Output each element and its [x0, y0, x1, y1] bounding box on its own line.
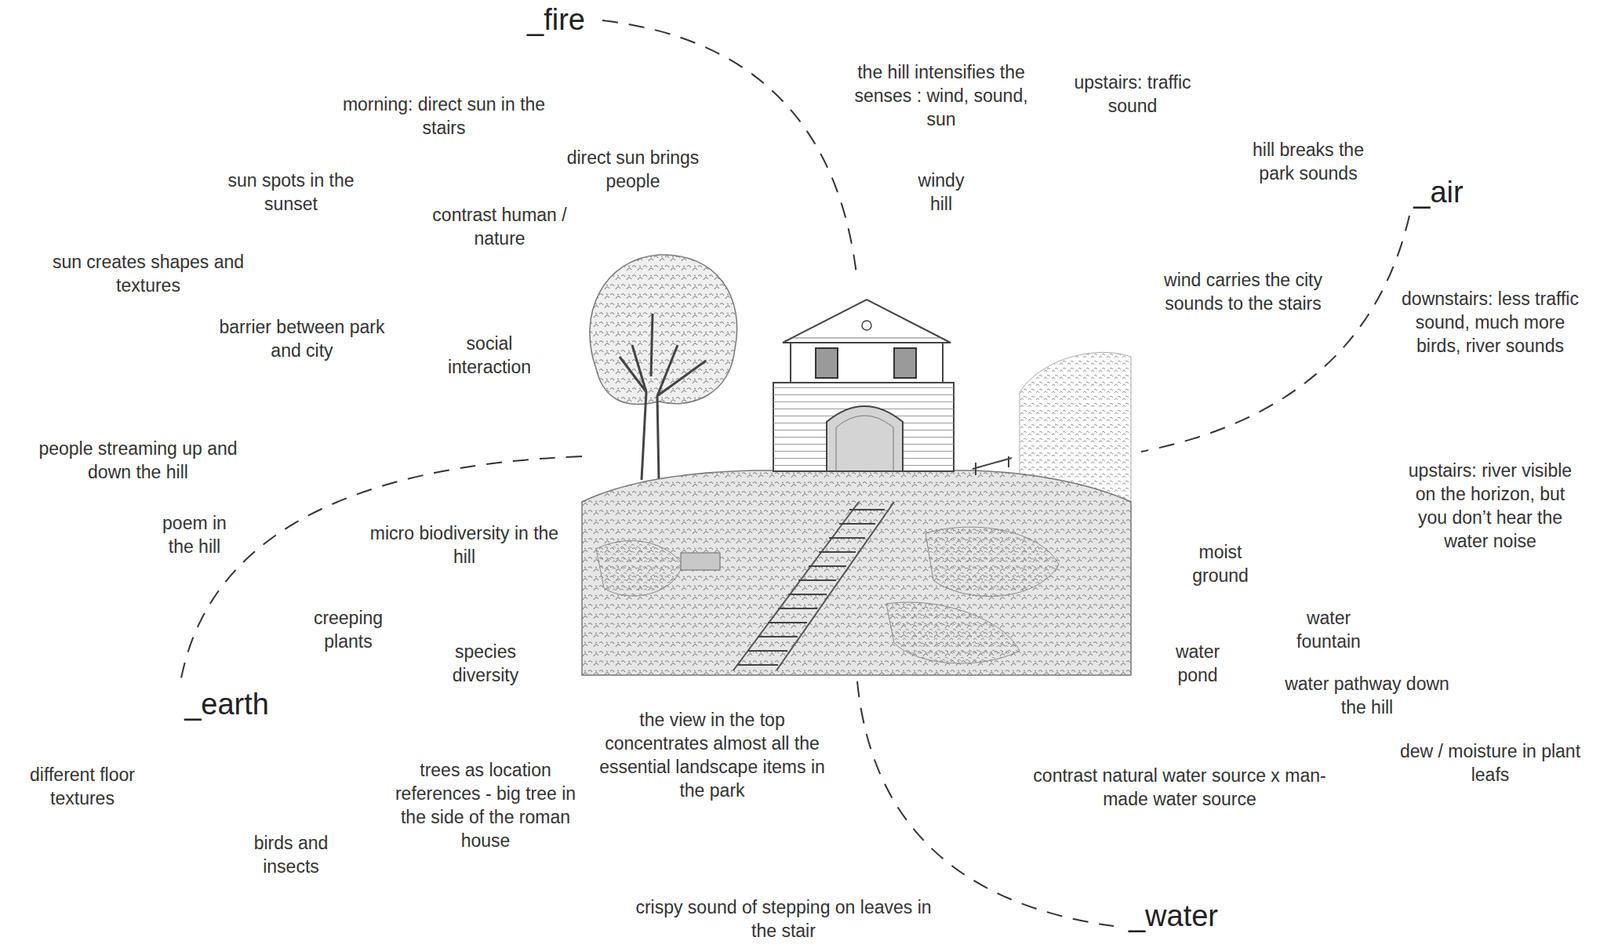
annotation-label: water pond	[1163, 640, 1233, 688]
annotation-label: contrast human / nature	[414, 203, 586, 251]
element-label: _air	[1413, 175, 1463, 209]
annotation-label: sun spots in the sunset	[225, 168, 357, 216]
annotation-label: hill breaks the park sounds	[1232, 138, 1384, 186]
annotation-label: dew / moisture in plant leafs	[1397, 739, 1583, 787]
annotation-label: upstairs: river visible on the horizon, …	[1404, 458, 1576, 553]
element-label: _water	[1128, 899, 1219, 933]
annotation-label: poem in the hill	[148, 511, 242, 559]
annotation-label: people streaming up and down the hill	[25, 436, 251, 484]
annotation-label: windy hill	[906, 168, 976, 216]
element-label: _fire	[527, 3, 586, 37]
annotation-label: sun creates shapes and textures	[43, 250, 255, 298]
annotation-label: contrast natural water source x man-made…	[1011, 763, 1349, 811]
dashed-arc	[180, 20, 1410, 927]
annotation-label: direct sun brings people	[557, 145, 709, 193]
annotation-label: birds and insects	[238, 831, 345, 879]
annotation-label: water pathway down the hill	[1283, 672, 1451, 720]
element-label: _earth	[184, 687, 270, 721]
earth-arc	[180, 456, 582, 683]
annotation-label: downstairs: less traffic sound, much mor…	[1396, 287, 1585, 358]
air-arc	[1141, 215, 1410, 452]
annotation-label: different floor textures	[8, 763, 157, 811]
annotation-label: upstairs: traffic sound	[1063, 70, 1202, 118]
annotation-label: creeping plants	[297, 606, 400, 654]
annotation-label: water fountain	[1280, 606, 1377, 654]
annotation-label: moist ground	[1178, 540, 1262, 588]
annotation-label: trees as location references - big tree …	[395, 758, 577, 853]
annotation-label: the view in the top concentrates almost …	[598, 708, 826, 803]
water-arc	[857, 681, 1114, 927]
hill-sketch	[581, 254, 1131, 676]
annotation-label: social interaction	[429, 331, 550, 379]
annotation-label: morning: direct sun in the stairs	[339, 92, 549, 140]
annotation-label: species diversity	[437, 640, 534, 688]
annotation-label: barrier between park and city	[214, 315, 390, 363]
annotation-label: the hill intensifies the senses : wind, …	[849, 60, 1034, 131]
annotation-label: crispy sound of stepping on leaves in th…	[635, 895, 932, 943]
annotation-label: wind carries the city sounds to the stai…	[1135, 268, 1352, 316]
annotation-label: micro biodiversity in the hill	[367, 521, 562, 569]
